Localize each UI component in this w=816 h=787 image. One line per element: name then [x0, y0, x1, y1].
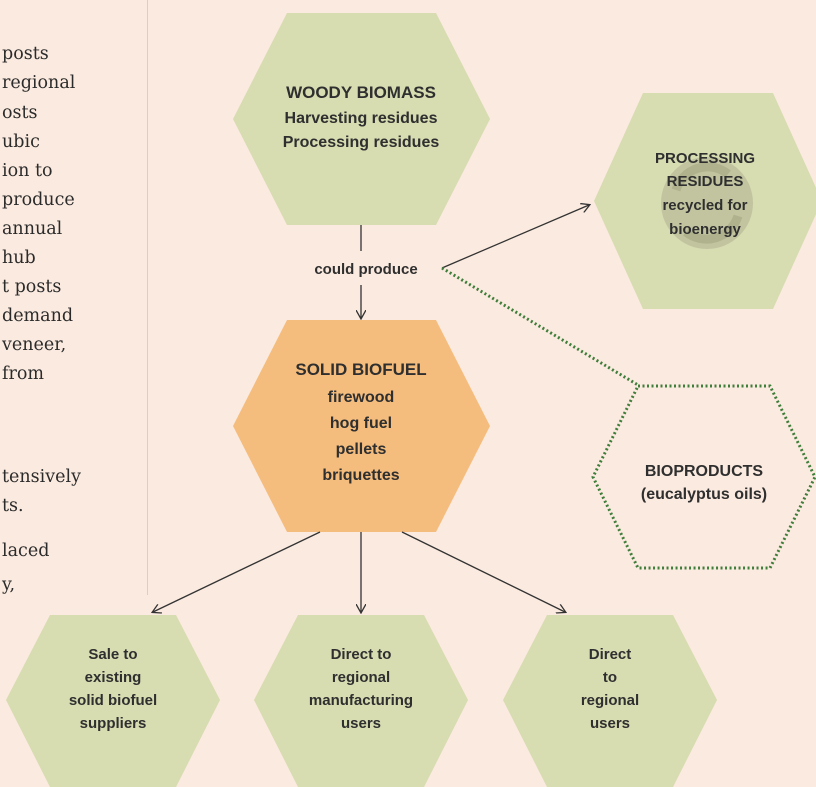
- output-line: to: [603, 669, 617, 686]
- side-text-line: ion to: [2, 161, 53, 181]
- solid-biofuel-title: SOLID BIOFUEL: [295, 360, 426, 379]
- output-line: existing: [85, 669, 142, 686]
- processing-residues-line4: bioenergy: [669, 221, 741, 238]
- woody-biomass-line2: Processing residues: [283, 134, 440, 151]
- bioproducts-subtitle: (eucalyptus oils): [641, 486, 767, 503]
- recycle-icon-arc: [683, 214, 743, 244]
- side-text-line: tensively: [2, 467, 81, 487]
- output-hexagon: [503, 615, 717, 787]
- could-produce-label: could produce: [314, 261, 417, 278]
- side-text-line: laced: [2, 541, 50, 561]
- output-line: users: [341, 715, 381, 732]
- solid-biofuel-item: firewood: [328, 389, 395, 406]
- processing-residues-line3: recycled for: [662, 197, 747, 214]
- side-text-line: ts.: [2, 496, 24, 516]
- side-text-line: osts: [2, 103, 38, 123]
- side-text-line: veneer,: [2, 335, 67, 355]
- processing-residues-line2: RESIDUES: [667, 173, 744, 190]
- side-text-line: regional: [2, 73, 76, 93]
- solid-biofuel-hexagon: [233, 320, 490, 532]
- side-text-line: y,: [2, 575, 16, 595]
- processing-residues-node: PROCESSING RESIDUES recycled for bioener…: [594, 93, 816, 309]
- woody-biomass-title: WOODY BIOMASS: [286, 83, 436, 102]
- arrow-to-existing-suppliers: [153, 531, 321, 612]
- output-hexagon: [254, 615, 468, 787]
- bioproducts-node: BIOPRODUCTS (eucalyptus oils): [591, 384, 816, 570]
- output-line: Direct: [589, 646, 632, 663]
- output-manufacturing-users-node: Direct to regional manufacturing users: [254, 615, 468, 787]
- side-text-line: hub: [2, 248, 36, 268]
- output-existing-suppliers-node: Sale to existing solid biofuel suppliers: [6, 615, 220, 787]
- dotted-connector-bioproducts: [441, 266, 639, 387]
- side-text-line: ubic: [2, 132, 40, 152]
- output-line: regional: [332, 669, 390, 686]
- side-text-line: from: [2, 364, 44, 384]
- side-text-column: posts regional osts ubic ion to produce …: [0, 0, 150, 787]
- arrow-to-processing-residues: [441, 205, 589, 269]
- side-text-line: produce: [2, 190, 75, 210]
- woody-biomass-node: WOODY BIOMASS Harvesting residues Proces…: [233, 13, 490, 225]
- bioproducts-hexagon: [591, 384, 816, 570]
- output-line: manufacturing: [309, 692, 413, 709]
- output-line: regional: [581, 692, 639, 709]
- output-line: suppliers: [80, 715, 147, 732]
- side-text-line: annual: [2, 219, 63, 239]
- recycle-icon-arc: [671, 162, 731, 192]
- solid-biofuel-item: briquettes: [322, 467, 399, 484]
- output-line: users: [590, 715, 630, 732]
- solid-biofuel-item: pellets: [336, 441, 387, 458]
- side-text-line: t posts: [2, 277, 62, 297]
- woody-biomass-line1: Harvesting residues: [285, 110, 438, 127]
- solid-biofuel-item: hog fuel: [330, 415, 392, 432]
- woody-biomass-hexagon: [233, 13, 490, 225]
- output-line: Sale to: [88, 646, 137, 663]
- solid-biofuel-node: SOLID BIOFUEL firewood hog fuel pellets …: [233, 320, 490, 532]
- output-line: Direct to: [331, 646, 392, 663]
- side-text-line: posts: [2, 44, 49, 64]
- side-text-line: demand: [2, 306, 74, 326]
- output-line: solid biofuel: [69, 692, 157, 709]
- output-hexagon: [6, 615, 220, 787]
- output-regional-users-node: Direct to regional users: [503, 615, 717, 787]
- arrow-to-regional-users: [401, 531, 565, 612]
- processing-residues-line1: PROCESSING: [655, 150, 755, 167]
- column-divider: [147, 0, 148, 595]
- bioproducts-title: BIOPRODUCTS: [645, 463, 764, 480]
